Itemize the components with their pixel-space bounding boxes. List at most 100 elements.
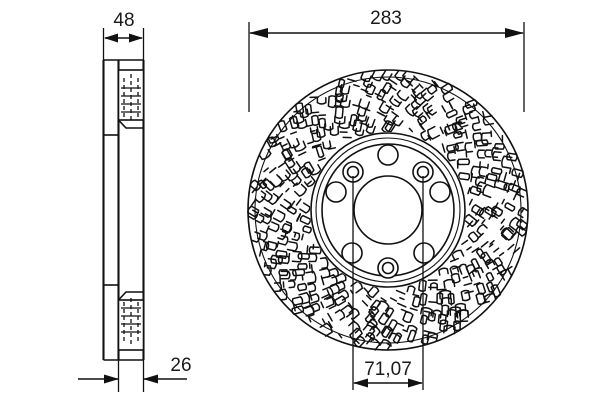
surface-slot-mark (460, 289, 471, 302)
surface-slot-mark (443, 129, 448, 137)
surface-slot-mark (279, 198, 292, 210)
surface-slot-mark (265, 225, 270, 234)
surface-slot-mark (311, 145, 320, 149)
dim7107-arrow-right (408, 378, 423, 388)
surface-slot-mark (296, 213, 302, 222)
surface-slot-mark (377, 112, 385, 117)
surface-slot-mark (308, 163, 322, 176)
surface-slot-mark (450, 273, 461, 284)
surface-slot-mark (411, 88, 416, 94)
surface-slot-mark (269, 208, 276, 219)
surface-slot-mark (273, 282, 283, 293)
surface-slot-mark (267, 133, 280, 144)
surface-slot-mark (309, 125, 319, 135)
surface-slot-mark (291, 305, 305, 316)
dimension-26: 26 (78, 352, 192, 392)
surface-slot-mark (478, 206, 490, 220)
surface-slot-mark (304, 103, 313, 115)
surface-slot-mark (303, 161, 315, 174)
surface-slot-mark (291, 112, 305, 125)
surface-slot-mark (349, 327, 363, 342)
surface-slot-mark (464, 290, 474, 294)
surface-slot-mark (309, 129, 316, 133)
surface-slot-mark (269, 166, 277, 174)
dimension-7107: 71,07 (352, 176, 424, 390)
surface-slot-mark (298, 151, 307, 157)
surface-slot-mark (310, 111, 320, 114)
surface-slot-mark (463, 282, 473, 287)
surface-slot-mark (420, 307, 433, 317)
surface-slot-mark (451, 120, 464, 132)
surface-slot-mark (263, 242, 267, 250)
surface-slot-mark (328, 283, 340, 296)
surface-slot-mark (327, 274, 338, 287)
surface-slot-mark (468, 109, 479, 120)
surface-slot-mark (370, 299, 381, 311)
surface-slot-mark (324, 122, 334, 131)
surface-slot-mark (292, 301, 296, 312)
vane-detail-upper (117, 69, 145, 129)
surface-slot-mark (498, 251, 505, 257)
surface-slot-mark (445, 108, 458, 119)
surface-slot-mark (488, 243, 494, 248)
surface-slot-mark (395, 289, 406, 295)
surface-slot-mark (412, 293, 420, 297)
surface-slot-mark (354, 128, 365, 137)
surface-slot-mark (365, 294, 372, 301)
surface-slot-mark (482, 183, 496, 199)
surface-slot-mark (365, 116, 376, 128)
surface-slot-mark (484, 258, 496, 270)
surface-slot-mark (335, 93, 345, 103)
surface-slot-mark (503, 172, 508, 182)
dim48-label: 48 (113, 10, 134, 31)
surface-slot-mark (481, 219, 486, 225)
surface-slot-mark (461, 239, 469, 246)
surface-slot-mark (307, 282, 317, 293)
surface-slot-mark (337, 78, 346, 89)
surface-slot-mark (292, 182, 298, 187)
surface-slot-mark (305, 270, 317, 284)
hat-outer-circle-2 (315, 137, 461, 283)
surface-slot-mark (464, 141, 474, 153)
surface-slot-mark (377, 300, 390, 312)
surface-slot-mark (500, 218, 506, 224)
surface-slot-mark (500, 227, 515, 241)
surface-slot-mark (384, 307, 395, 318)
surface-slot-mark (363, 287, 370, 294)
surface-slot-mark (263, 261, 266, 268)
surface-slot-mark (371, 69, 384, 82)
surface-slot-mark (268, 221, 280, 233)
surface-slot-mark (441, 143, 446, 153)
surface-slot-mark (337, 289, 349, 301)
surface-slot-mark (464, 129, 468, 139)
surface-slot-mark (406, 285, 416, 295)
surface-slot-mark (299, 202, 311, 214)
surface-slot-mark (334, 295, 346, 307)
surface-slot-mark (267, 192, 279, 206)
surface-slot-mark (425, 112, 431, 119)
surface-slot-mark (353, 84, 360, 88)
surface-slot-mark (327, 321, 333, 329)
surface-slot-mark (364, 311, 376, 324)
surface-slot-mark (266, 258, 278, 270)
bolt-hole-plain-right-lower (413, 242, 435, 264)
surface-slot-mark (261, 190, 273, 203)
dim48-arrow-right (129, 33, 143, 43)
surface-slot-mark (476, 149, 486, 159)
surface-slot-mark (453, 320, 461, 332)
surface-slot-mark (272, 209, 286, 223)
surface-slot-mark (464, 98, 478, 110)
surface-slot-mark (426, 84, 438, 95)
surface-slot-mark (508, 216, 523, 231)
surface-slot-mark (322, 140, 332, 150)
surface-slot-mark (365, 123, 376, 135)
surface-slot-mark (475, 208, 481, 216)
bolt-hole-plain-top (377, 144, 399, 166)
surface-slot-mark (418, 83, 424, 89)
surface-slot-mark (458, 117, 469, 128)
surface-slot-mark (458, 263, 469, 275)
surface-slot-mark (311, 143, 322, 148)
surface-slot-mark (316, 96, 327, 105)
surface-slot-mark (255, 213, 265, 224)
surface-slot-mark (311, 131, 322, 143)
